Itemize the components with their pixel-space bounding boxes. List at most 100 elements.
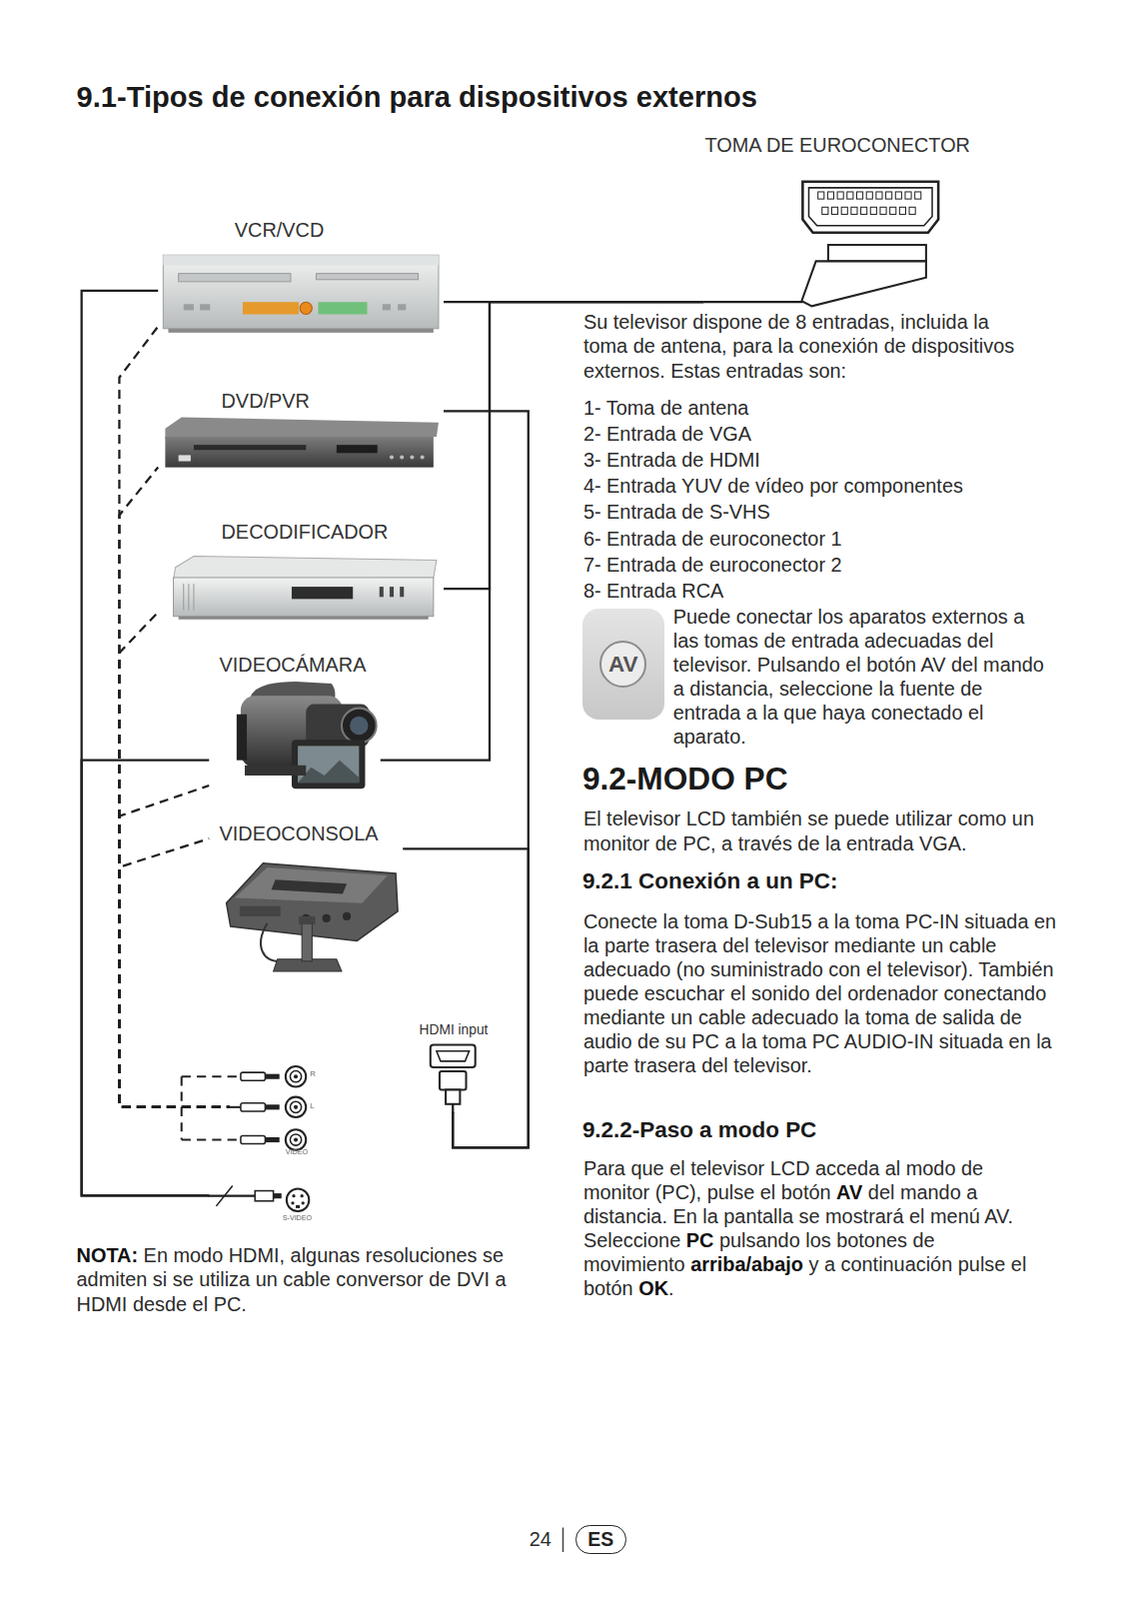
vcr-picture xyxy=(382,303,391,310)
scart-pins xyxy=(909,206,916,214)
scart-pins xyxy=(851,206,858,214)
hdmi-connector xyxy=(430,1045,476,1114)
hdmi-connector xyxy=(430,1045,476,1068)
page-title: 9.1-Tipos de conexión para dispositivos … xyxy=(76,79,758,115)
device: VCR/VCD xyxy=(157,217,444,334)
text-block: Su televisor dispone de 8 entradas, incl… xyxy=(583,309,1021,382)
dvd-picture xyxy=(399,454,404,459)
hdmi-socket: HDMI input xyxy=(412,1020,503,1113)
list-item: 1- Toma de antena xyxy=(583,396,750,419)
body-text: Su televisor dispone de 8 entradas, incl… xyxy=(583,310,1015,381)
rca-socket: RLVIDEO xyxy=(229,1061,327,1160)
subsection-heading: 9.2.2-Paso a modo PC xyxy=(582,1117,817,1142)
vcr-picture xyxy=(397,303,406,310)
rca-jacks xyxy=(264,1136,279,1142)
camcorder-picture xyxy=(297,745,359,783)
vcr-picture xyxy=(178,273,291,282)
svideo-jack xyxy=(300,1193,304,1197)
rca-jacks xyxy=(240,1134,265,1143)
decoder-picture xyxy=(182,583,184,611)
bold-term: arriba/abajo xyxy=(690,1252,804,1275)
scart-pins xyxy=(880,206,887,214)
text-block: 4- Entrada YUV de vídeo por componentes xyxy=(583,473,964,498)
cable xyxy=(402,848,529,1147)
rca-jacks xyxy=(264,1074,279,1080)
text-block: 1- Toma de antena xyxy=(583,395,750,420)
dashed-cable xyxy=(118,785,229,1108)
scart-pins xyxy=(837,191,844,199)
scart-pins xyxy=(890,206,897,214)
page-separator xyxy=(562,1527,565,1553)
body-text: Conecte la toma D-Sub15 a la toma PC-IN … xyxy=(583,910,1057,1078)
list-item: 2- Entrada de VGA xyxy=(583,422,752,445)
svideo-jack xyxy=(207,1184,309,1211)
decoder-picture xyxy=(389,586,394,597)
scart-connector xyxy=(802,181,939,233)
button-label: AV xyxy=(599,640,647,688)
console-picture xyxy=(271,879,348,894)
rca-jacks xyxy=(293,1136,298,1141)
label-holder: DECODIFICADOR xyxy=(221,520,389,545)
vcr-picture xyxy=(199,303,210,310)
bold-term: NOTA: xyxy=(76,1243,139,1266)
label-holder: TOMA DE EUROCONECTOR xyxy=(704,133,971,158)
scart-pins xyxy=(827,191,834,199)
rca-jacks xyxy=(181,1066,307,1150)
scart-connector xyxy=(828,244,927,261)
rca-jacks xyxy=(289,1071,301,1083)
list-item: 8- Entrada RCA xyxy=(583,579,724,602)
decoder-picture xyxy=(173,577,434,617)
console-picture xyxy=(301,920,312,962)
device-label: DVD/PVR xyxy=(221,389,310,414)
list-item: 7- Entrada de euroconector 2 xyxy=(583,553,843,576)
subsection-heading: 9.2.1 Conexión a un PC: xyxy=(582,868,839,894)
camcorder-picture xyxy=(297,760,359,783)
dvd-picture xyxy=(164,417,439,468)
device-label: VIDEOCÁMARA xyxy=(218,653,366,678)
device: VIDEOCÁMARA xyxy=(208,651,380,794)
rca-jacks xyxy=(228,1106,241,1109)
rca-jacks xyxy=(181,1076,241,1139)
dashed-cable xyxy=(118,467,229,1108)
label-holder: L xyxy=(309,1101,314,1111)
console-picture xyxy=(260,923,286,962)
svideo-jack xyxy=(291,1193,295,1197)
decoder-picture xyxy=(178,616,429,620)
hdmi-connector xyxy=(436,1051,470,1062)
text-block: 7- Entrada de euroconector 2 xyxy=(583,552,843,577)
decoder-picture xyxy=(187,583,189,611)
scart-pins xyxy=(895,191,902,199)
dashed-cable xyxy=(118,611,229,1107)
body-text: . xyxy=(668,1276,675,1299)
rca-jacks xyxy=(285,1128,306,1149)
svideo-jack xyxy=(273,1192,282,1198)
label-holder: VCR/VCD xyxy=(234,218,325,243)
console-picture xyxy=(226,863,398,972)
list-item: 6- Entrada de euroconector 1 xyxy=(583,527,843,550)
decoder-picture xyxy=(379,586,384,597)
text-block: 9.2-MODO PC xyxy=(582,760,789,798)
text-block: 8- Entrada RCA xyxy=(583,578,724,603)
label-holder: DVD/PVR xyxy=(221,389,310,414)
decoder-picture xyxy=(173,555,437,579)
device-label: DECODIFICADOR xyxy=(221,520,389,545)
dashed-cable xyxy=(118,838,229,1107)
scart-connector xyxy=(703,181,939,307)
vcr-picture xyxy=(299,301,312,314)
jack-label: VIDEO xyxy=(285,1147,308,1157)
list-item: 3- Entrada de HDMI xyxy=(583,448,761,471)
jack-label: S-VIDEO xyxy=(282,1213,312,1223)
rca-jacks xyxy=(285,1097,306,1118)
section-heading: 9.2-MODO PC xyxy=(582,760,789,797)
title-holder: 9.1-Tipos de conexión para dispositivos … xyxy=(76,79,758,115)
device-label: VCR/VCD xyxy=(234,218,325,243)
scart-connector xyxy=(801,260,927,306)
text-block: Para que el televisor LCD acceda al modo… xyxy=(583,1155,1048,1301)
vcr-picture xyxy=(162,254,439,329)
decoder-picture xyxy=(192,583,194,611)
dvd-picture xyxy=(164,436,433,468)
dvd-picture xyxy=(164,417,439,439)
scart-pins xyxy=(822,206,829,214)
text-block: El televisor LCD también se puede utiliz… xyxy=(583,806,1056,855)
device-label: TOMA DE EUROCONECTOR xyxy=(704,133,971,158)
